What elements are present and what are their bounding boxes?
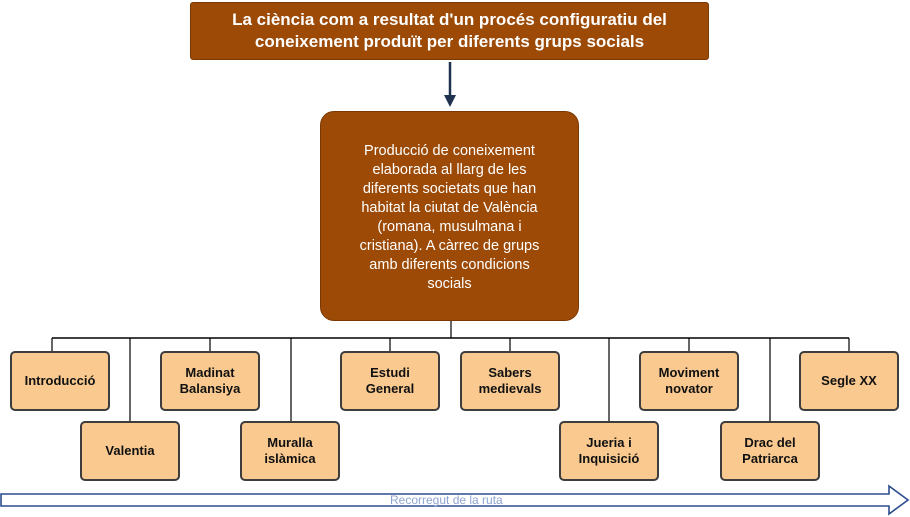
route-label: Recorregut de la ruta [390, 493, 503, 507]
node-label: novator [665, 381, 713, 396]
node-label: islàmica [264, 451, 316, 466]
node-label: Estudi [370, 365, 410, 380]
node-label: Inquisició [578, 451, 640, 466]
center-line: diferents societats que han [362, 181, 537, 197]
center-box: Producció de coneixement elaborada al ll… [320, 111, 579, 321]
node-label: Sabers [488, 365, 532, 380]
node-drac-del-patriarca[interactable]: Drac del Patriarca [720, 421, 820, 481]
node-label: Introducció [24, 373, 96, 388]
center-line: amb diferents condicions [369, 257, 530, 273]
center-line: habitat la ciutat de València [361, 200, 538, 216]
node-valentia[interactable]: Valentia [80, 421, 180, 481]
title-box: La ciència com a resultat d'un procés co… [190, 2, 709, 60]
node-label: Segle XX [821, 373, 877, 388]
center-line: cristiana). A càrrec de grups [359, 238, 540, 254]
route-arrow [0, 484, 910, 516]
node-label: Madinat [185, 365, 235, 380]
center-line: (romana, musulmana i [377, 219, 522, 235]
node-estudi-general[interactable]: Estudi General [340, 351, 440, 411]
node-sabers-medievals[interactable]: Sabers medievals [460, 351, 560, 411]
title-arrow-head [444, 95, 456, 107]
node-label: Moviment [658, 365, 720, 380]
node-label: General [365, 381, 415, 396]
node-muralla-islamica[interactable]: Muralla islàmica [240, 421, 340, 481]
center-line: socials [427, 276, 472, 292]
center-line: elaborada al llarg de les [372, 162, 527, 178]
node-label: Muralla [267, 435, 313, 450]
node-label: medievals [478, 381, 542, 396]
title-text: La ciència com a resultat d'un procés co… [232, 10, 667, 51]
node-segle-xx[interactable]: Segle XX [799, 351, 899, 411]
node-moviment-novator[interactable]: Moviment novator [639, 351, 739, 411]
node-introduccio[interactable]: Introducció [10, 351, 110, 411]
node-jueria-inquisicio[interactable]: Jueria i Inquisició [559, 421, 659, 481]
node-label: Balansiya [179, 381, 241, 396]
node-label: Patriarca [742, 451, 798, 466]
center-line: Producció de coneixement [364, 143, 535, 159]
node-label: Drac del [744, 435, 796, 450]
node-madinat-balansiya[interactable]: Madinat Balansiya [160, 351, 260, 411]
node-label: Jueria i [586, 435, 632, 450]
node-label: Valentia [105, 443, 155, 458]
